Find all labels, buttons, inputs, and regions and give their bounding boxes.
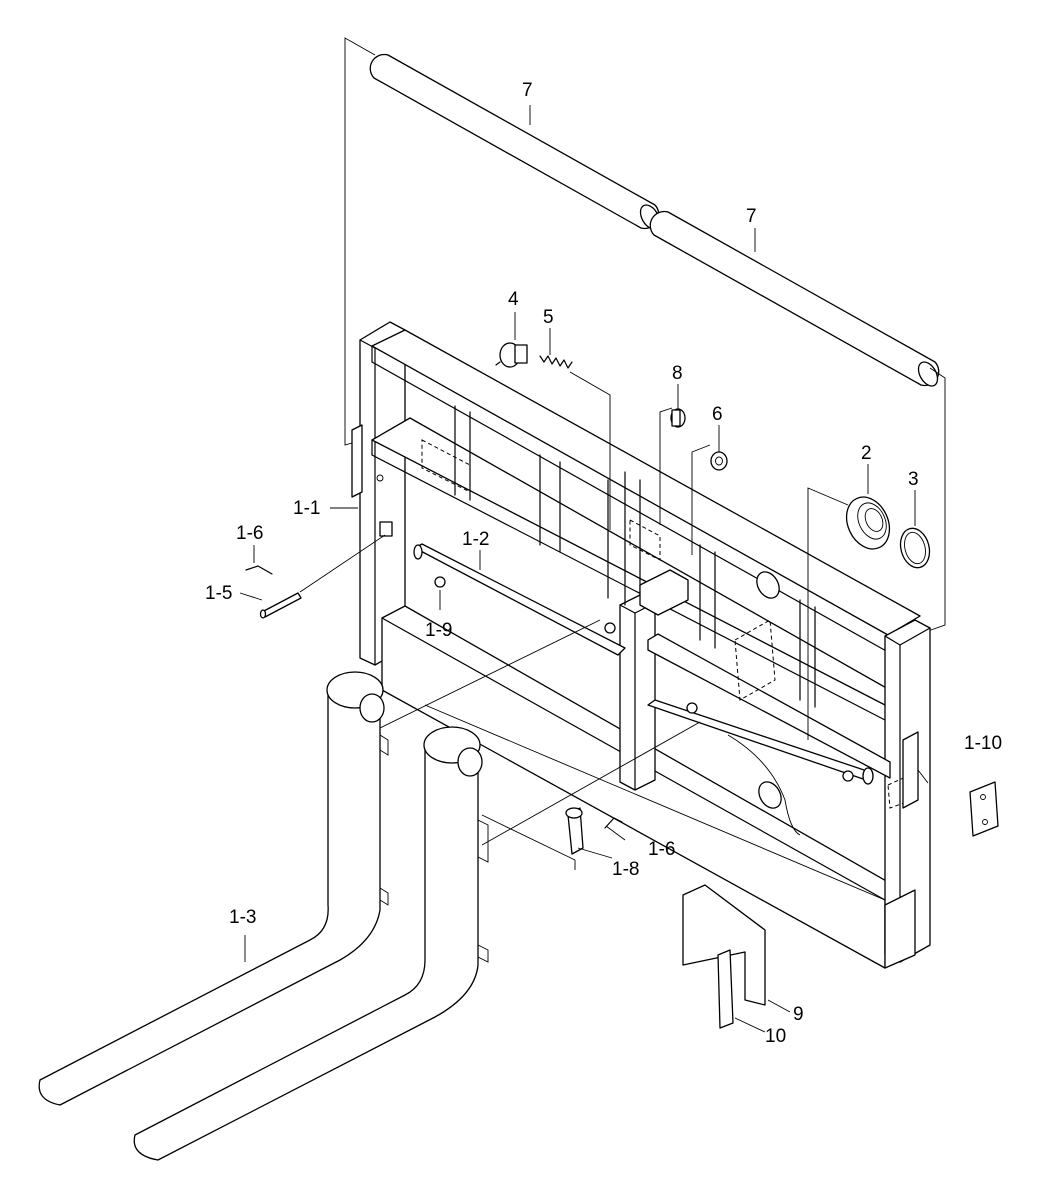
label-part-1-8: 1-8: [612, 859, 639, 880]
label-part-1-3: 1-3: [229, 907, 256, 928]
label-part-1-6-right: 1-6: [648, 839, 675, 860]
nut-6: [710, 451, 728, 471]
cover-9: [682, 884, 766, 1006]
fork-left: [38, 671, 389, 1106]
fork-right: [133, 726, 489, 1161]
label-part-1-10: 1-10: [964, 733, 1002, 754]
cotter-pin-left: [245, 565, 273, 575]
roller-lower: [649, 210, 940, 387]
label-part-1-2: 1-2: [462, 529, 489, 550]
plug-8: [670, 408, 686, 428]
roller-bolt-4: [495, 342, 528, 368]
label-part-7-lower: 7: [746, 206, 757, 227]
label-part-3: 3: [908, 469, 919, 490]
cotter-pin-right: [604, 817, 623, 829]
plate-10: [717, 949, 734, 1029]
label-part-1-1: 1-1: [293, 498, 320, 519]
label-part-1-9: 1-9: [425, 620, 452, 641]
plate-1-10: [969, 781, 999, 837]
part-labels: 7 7 4 5 8 6 2 3 1-1 1-6 1-2 1-5 1-9 1-10…: [205, 80, 1002, 1047]
label-part-1-5: 1-5: [205, 583, 232, 604]
grease-fitting-1-9: [434, 576, 854, 782]
roller-upper: [369, 53, 661, 230]
label-part-4: 4: [508, 289, 519, 310]
leader-lines: [239, 105, 929, 1033]
label-part-1-6-left: 1-6: [236, 523, 263, 544]
label-part-5: 5: [543, 307, 554, 328]
label-part-7-upper: 7: [522, 80, 533, 101]
snap-ring-3: [899, 527, 931, 569]
spring-5: [539, 355, 573, 369]
bearing-2: [845, 496, 891, 550]
side-shift-shaft: [413, 543, 874, 785]
pin-1-8: [565, 807, 584, 855]
label-part-8: 8: [672, 363, 683, 384]
pin-1-5: [259, 592, 302, 619]
label-part-10: 10: [765, 1026, 786, 1047]
label-part-9: 9: [793, 1004, 804, 1025]
carriage-frame: [351, 321, 931, 969]
label-part-2: 2: [861, 443, 872, 464]
label-part-6: 6: [712, 404, 723, 425]
